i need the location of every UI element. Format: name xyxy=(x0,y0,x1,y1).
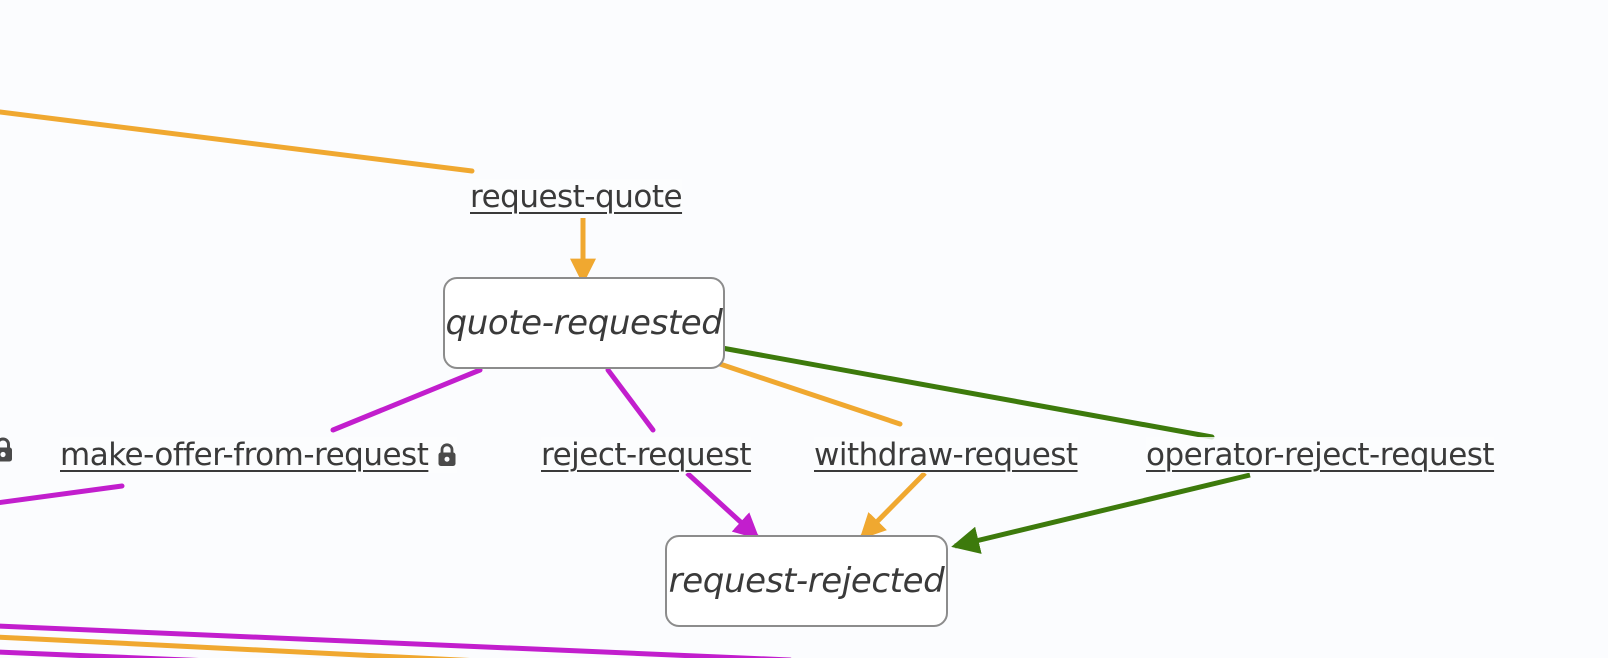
state-label-quote-requested: quote-requested xyxy=(445,303,723,343)
lock-icon xyxy=(0,437,14,464)
edge-quote-requested-to-reject-request xyxy=(605,367,656,433)
transition-text-reject-request: reject-request xyxy=(541,437,752,473)
edge-quote-requested-to-withdraw-request xyxy=(711,359,903,427)
edge-bottom-magenta-upper xyxy=(0,623,792,658)
transition-label-request-quote[interactable]: request-quote xyxy=(470,179,683,215)
edge-reject-request-to-request-rejected xyxy=(685,471,760,540)
transition-text-operator-reject-request: operator-reject-request xyxy=(1146,437,1495,473)
edge-quote-requested-to-make-offer xyxy=(330,367,483,433)
state-node-quote-requested[interactable]: quote-requested xyxy=(443,277,725,369)
transition-text-request-quote: request-quote xyxy=(470,179,683,215)
transition-label-make-offer-from-request[interactable]: make-offer-from-request xyxy=(60,437,458,473)
edge-withdraw-request-to-request-rejected xyxy=(859,471,927,540)
edge-bottom-magenta-lower xyxy=(0,649,199,658)
transition-label-operator-reject-request[interactable]: operator-reject-request xyxy=(1146,437,1495,473)
state-label-request-rejected: request-rejected xyxy=(668,561,945,601)
edge-bottom-orange xyxy=(0,634,470,658)
transition-text-make-offer-from-request: make-offer-from-request xyxy=(60,437,429,473)
edge-quote-requested-to-operator-reject-request xyxy=(719,345,1215,440)
state-node-request-rejected[interactable]: request-rejected xyxy=(665,535,948,627)
transition-label-reject-request[interactable]: reject-request xyxy=(541,437,752,473)
edge-incoming-orange-topleft xyxy=(0,109,475,174)
edge-make-offer-outgoing-left xyxy=(0,483,125,505)
transition-text-withdraw-request: withdraw-request xyxy=(814,437,1078,473)
lock-icon xyxy=(437,442,457,468)
transition-label-withdraw-request[interactable]: withdraw-request xyxy=(814,437,1078,473)
edge-operator-reject-request-to-request-rejected xyxy=(951,472,1251,554)
